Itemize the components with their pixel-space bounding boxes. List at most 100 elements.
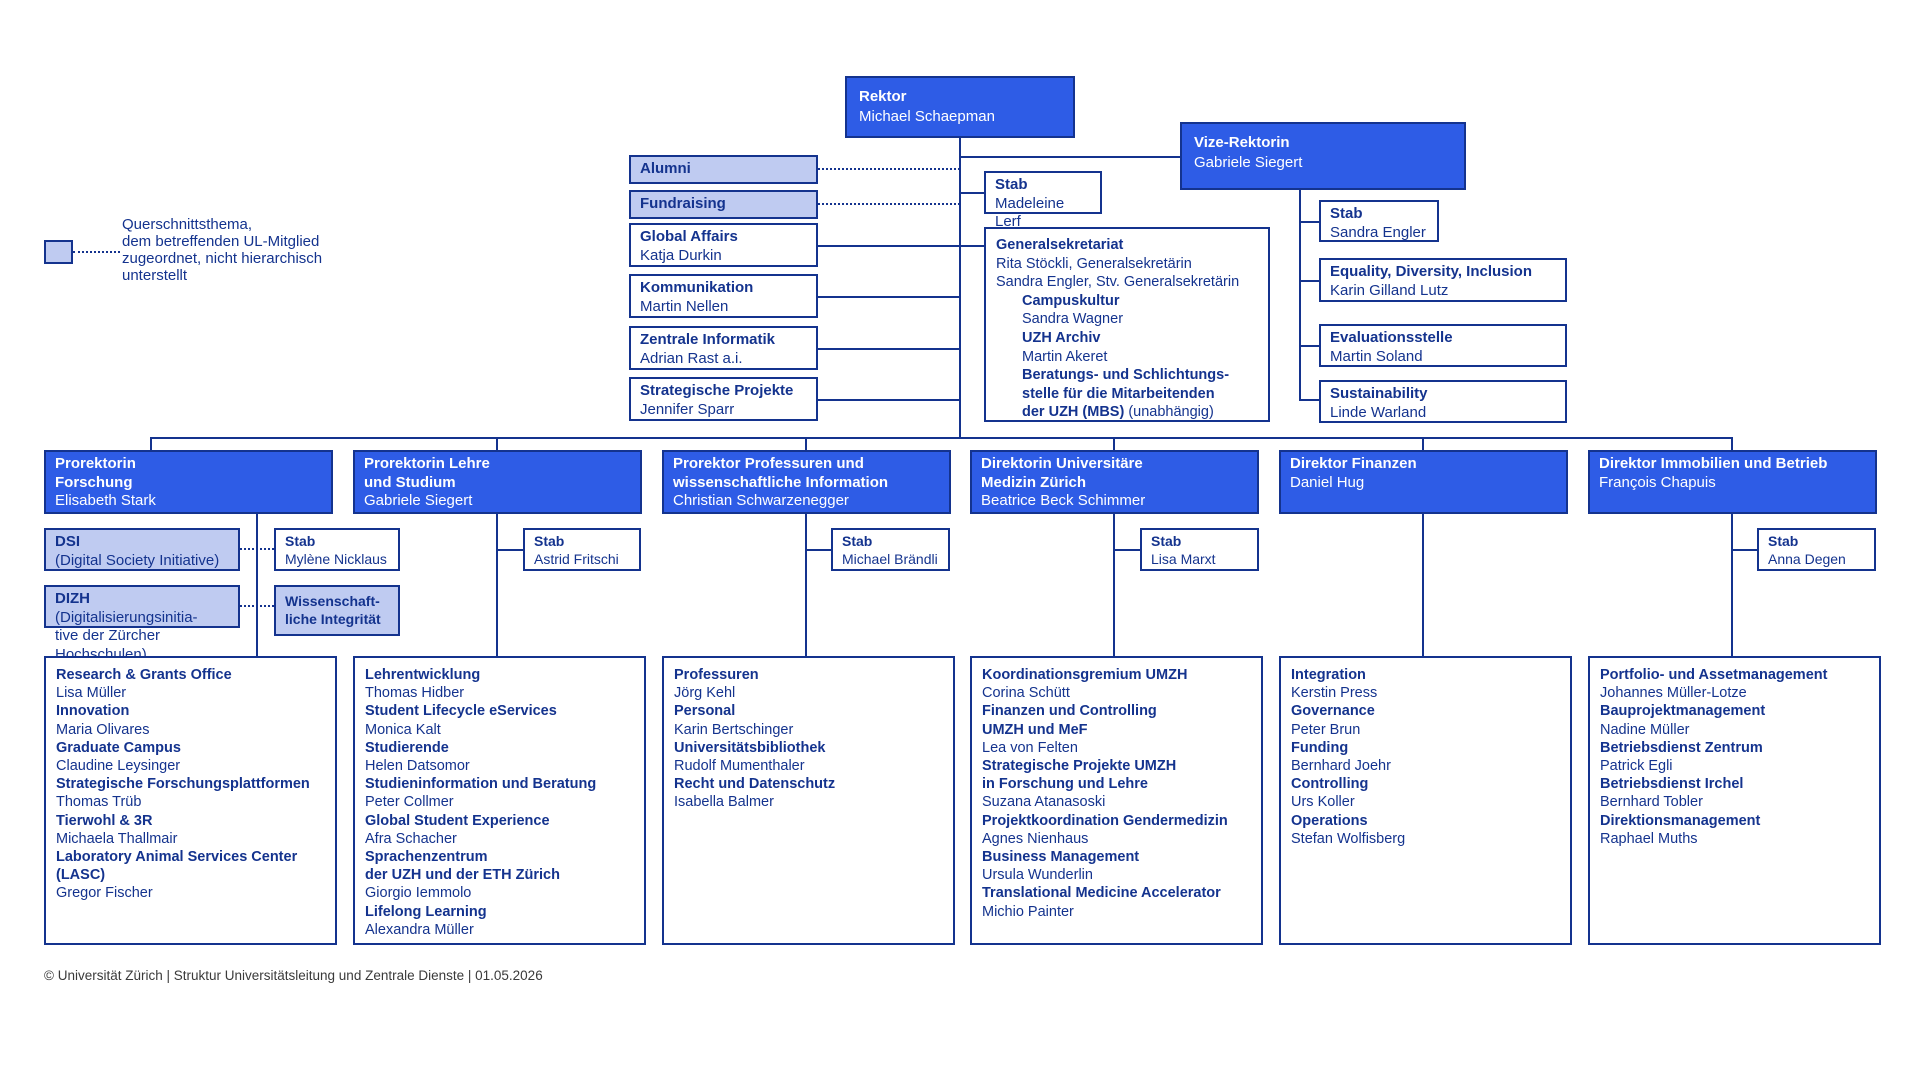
unit-title: Stab <box>285 533 316 549</box>
dept-person-label: Stefan Wolfisberg <box>1291 830 1406 847</box>
dept-entry: Betriebsdienst Zentrum Patrick Egli <box>1600 739 1869 775</box>
unit-name: Katja Durkin <box>640 246 722 264</box>
department-list-5: Portfolio- und Assetmanagement Johannes … <box>1588 656 1881 945</box>
connector-line <box>1731 549 1757 551</box>
department-list-3: Koordinationsgremium UMZH Corina Schütt … <box>970 656 1263 945</box>
dept-person-label: Gregor Fischer <box>56 885 153 902</box>
dept-entry: Controlling Urs Koller <box>1291 775 1560 811</box>
rektor-box: Rektor Michael Schaepman <box>845 76 1075 138</box>
stab-title: Stab <box>995 176 1028 193</box>
dept-entry: Laboratory Animal Services Center (LASC)… <box>56 848 325 903</box>
dept-entry: Personal Karin Bertschinger <box>674 702 943 738</box>
dept-person-label: Johannes Müller-Lotze <box>1600 685 1747 702</box>
unit-sustainability-linde-warland: Sustainability Linde Warland <box>1319 380 1567 423</box>
dizh-subtitle: (Digitalisierungsinitia- tive der Zürche… <box>55 608 198 663</box>
connector-line <box>960 192 984 194</box>
connector-line <box>1113 437 1115 450</box>
stab-myl-ne-nicklaus: Stab Mylène Nicklaus <box>274 528 400 571</box>
dept-entry: Integration Kerstin Press <box>1291 666 1560 702</box>
unit-name: Martin Soland <box>1330 347 1423 365</box>
dept-entry: Studieninformation und Beratung Peter Co… <box>365 775 634 811</box>
dept-unit-label: Betriebsdienst Irchel <box>1600 776 1744 793</box>
unit-stab-sandra-engler: Stab Sandra Engler <box>1319 200 1439 242</box>
dept-person-label: Monica Kalt <box>365 721 441 738</box>
department-list-1: Lehrentwicklung Thomas Hidber Student Li… <box>353 656 646 945</box>
dept-entry: Sprachenzentrum der UZH und der ETH Züri… <box>365 848 634 903</box>
unit-title: Prorektorin Forschung <box>55 455 136 491</box>
connector-line <box>496 514 498 656</box>
dept-unit-label: Tierwohl & 3R <box>56 812 153 829</box>
dept-person-label: Jörg Kehl <box>674 685 736 702</box>
unit-title: Equality, Diversity, Inclusion <box>1330 263 1532 280</box>
dept-entry: Global Student Experience Afra Schacher <box>365 812 634 848</box>
dept-unit-label: Professuren <box>674 667 759 683</box>
connector-line <box>150 437 152 450</box>
dept-person-label: Kerstin Press <box>1291 685 1378 702</box>
unit-alumni: Alumni <box>629 155 818 184</box>
dept-person-label: Thomas Trüb <box>56 794 142 811</box>
dept-person-label: Lea von Felten <box>982 739 1078 756</box>
dept-unit-label: Integration <box>1291 667 1366 683</box>
unit-title: Stab <box>842 533 873 549</box>
unit-title: Kommunikation <box>640 279 754 296</box>
unit-name: Jennifer Sparr <box>640 400 735 418</box>
unit-title: Prorektor Professuren und wissenschaftli… <box>673 455 889 491</box>
dept-entry: Lifelong Learning Alexandra Müller <box>365 903 634 939</box>
dept-entry: Strategische Projekte UMZH in Forschung … <box>982 757 1251 812</box>
dept-person-label: Giorgio Iemmolo <box>365 885 472 902</box>
dept-person-label: Peter Collmer <box>365 794 454 811</box>
unit-title: Zentrale Informatik <box>640 331 776 348</box>
dept-person-label: Rudolf Mumenthaler <box>674 758 805 775</box>
generalsekretariat-line: Sandra Engler, Stv. Generalsekretärin <box>996 274 1240 291</box>
dept-entry: Studierende Helen Datsomor <box>365 739 634 775</box>
dept-unit-label: Studieninformation und Beratung <box>365 776 597 793</box>
connector-line <box>959 138 961 437</box>
connector-line <box>496 437 498 450</box>
dept-entry: Governance Peter Brun <box>1291 702 1560 738</box>
generalsekretariat-line: Campuskultur <box>1022 292 1120 309</box>
unit-name: Adrian Rast a.i. <box>640 349 743 367</box>
dept-unit-label: Betriebsdienst Zentrum <box>1600 739 1763 756</box>
unit-name: Anna Degen <box>1768 550 1846 567</box>
dept-entry: Innovation Maria Olivares <box>56 702 325 738</box>
dept-unit-label: Operations <box>1291 812 1368 829</box>
unit-name: Gabriele Siegert <box>364 492 473 509</box>
unit-name: Karin Gilland Lutz <box>1330 281 1449 299</box>
department-list-0: Research & Grants Office Lisa Müller Inn… <box>44 656 337 945</box>
connector-line <box>1299 280 1319 282</box>
dept-entry: Projektkoordination Gendermedizin Agnes … <box>982 812 1251 848</box>
generalsekretariat-line: Sandra Wagner <box>1022 311 1124 328</box>
unit-zentrale-informatik: Zentrale Informatik Adrian Rast a.i. <box>629 326 818 370</box>
connector-line <box>1299 345 1319 347</box>
vize-rektorin-name: Gabriele Siegert <box>1194 153 1303 171</box>
dept-person-label: Michaela Thallmair <box>56 830 178 847</box>
dept-person-label: Lisa Müller <box>56 685 127 702</box>
dept-unit-label: Personal <box>674 703 736 720</box>
legend-text: Querschnittsthema, dem betreffenden UL-M… <box>122 216 323 284</box>
generalsekretariat-line: Beratungs- und Schlichtungs- <box>1022 367 1230 384</box>
generalsekretariat-line: UZH Archiv <box>1022 329 1101 346</box>
dept-entry: Koordinationsgremium UMZH Corina Schütt <box>982 666 1251 702</box>
stab-lisa-marxt: Stab Lisa Marxt <box>1140 528 1259 571</box>
unit-kommunikation: Kommunikation Martin Nellen <box>629 274 818 318</box>
ul-member-daniel-hug: Direktor Finanzen Daniel Hug <box>1279 450 1568 514</box>
unit-title: Evaluationsstelle <box>1330 329 1453 346</box>
dept-person-label: Michio Painter <box>982 903 1074 920</box>
connector-line <box>805 549 831 551</box>
rektor-name: Michael Schaepman <box>859 107 995 125</box>
unit-name: Sandra Engler <box>1330 223 1426 241</box>
dotted-connector-line <box>73 251 120 253</box>
unit-title: Direktor Finanzen <box>1290 455 1417 472</box>
unit-title: Prorektorin Lehre und Studium <box>364 455 490 491</box>
stab-name: Madeleine Lerf <box>995 194 1065 231</box>
dept-unit-label: Universitätsbibliothek <box>674 739 826 756</box>
stab-rektor-box: Stab Madeleine Lerf <box>984 171 1102 230</box>
wissenschaftliche-integritaet-label: Wissenschaft- liche Integrität <box>285 593 381 627</box>
connector-line <box>960 245 984 247</box>
connector-line <box>1731 514 1733 656</box>
unit-title: Sustainability <box>1330 385 1428 402</box>
connector-line <box>496 549 523 551</box>
connector-line <box>1731 437 1733 450</box>
connector-line <box>818 296 960 298</box>
